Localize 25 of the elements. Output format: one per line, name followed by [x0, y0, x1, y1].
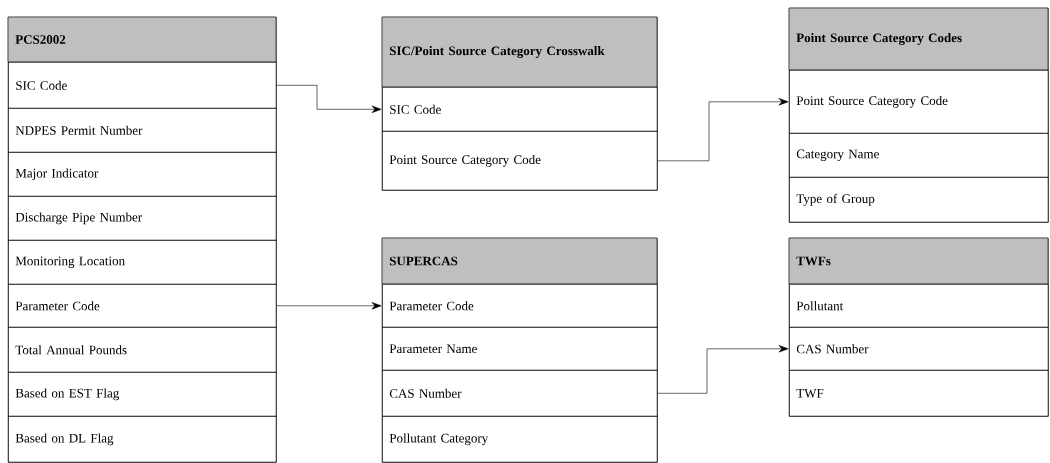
table-row: SIC Code [8, 62, 277, 109]
table-row: Parameter Code [8, 284, 277, 328]
arrow [657, 345, 789, 394]
table-row: Point Source Category Code [789, 70, 1049, 134]
table-row: Type of Group [789, 177, 1049, 223]
table-row: Based on DL Flag [8, 416, 277, 463]
arrow [276, 85, 382, 113]
table-row: Pollutant [789, 284, 1049, 328]
table-row: SIC Code [382, 87, 658, 132]
table-row: NDPES Permit Number [8, 108, 277, 153]
table-row: CAS Number [382, 370, 658, 417]
table-row: Parameter Name [382, 327, 658, 371]
table-row: Monitoring Location [8, 240, 277, 285]
arrow [657, 98, 789, 162]
table-row: Pollutant Category [382, 416, 658, 463]
table-row: Major Indicator [8, 152, 277, 197]
table-row: Discharge Pipe Number [8, 196, 277, 241]
arrow [276, 302, 382, 310]
table-row: Based on EST Flag [8, 372, 277, 417]
table-row: Category Name [789, 133, 1049, 178]
table-row: Parameter Code [382, 284, 658, 328]
table-row: CAS Number [789, 327, 1049, 371]
table-row: TWF [789, 370, 1049, 417]
table-row: Point Source Category Code [382, 131, 658, 191]
table-row: Total Annual Pounds [8, 327, 277, 373]
